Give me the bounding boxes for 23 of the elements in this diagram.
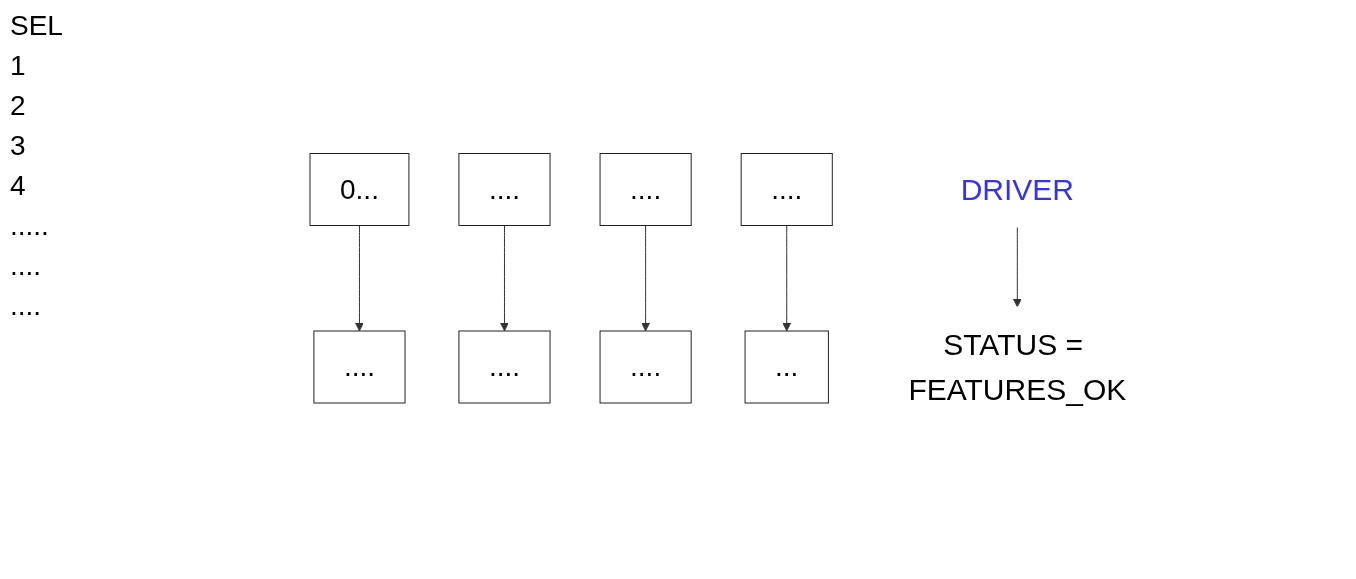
arrow [782,225,791,332]
header-label: 1 [10,50,27,82]
node-text: STATUS = FEATURES_OK [908,328,1127,406]
node-box: .... [599,330,692,404]
arrow [499,225,509,332]
header-label: .... [10,250,43,282]
node-box: .... [599,153,692,226]
header-label: SEL [10,10,64,42]
node-box: .... [740,153,833,226]
node-box: 0... [309,153,410,226]
header-label: 2 [10,90,27,122]
header-label: .... [10,290,43,322]
node-text: DRIVER [960,173,1074,206]
arrow [641,225,650,332]
node-box: .... [458,153,551,226]
arrow [1012,226,1022,308]
node-box: ... [744,330,829,404]
header-label: 4 [10,170,27,202]
node-box: .... [458,330,551,404]
header-label: 3 [10,130,27,162]
node-box: .... [313,330,406,404]
arrow [354,225,364,332]
header-label: ..... [10,210,50,242]
